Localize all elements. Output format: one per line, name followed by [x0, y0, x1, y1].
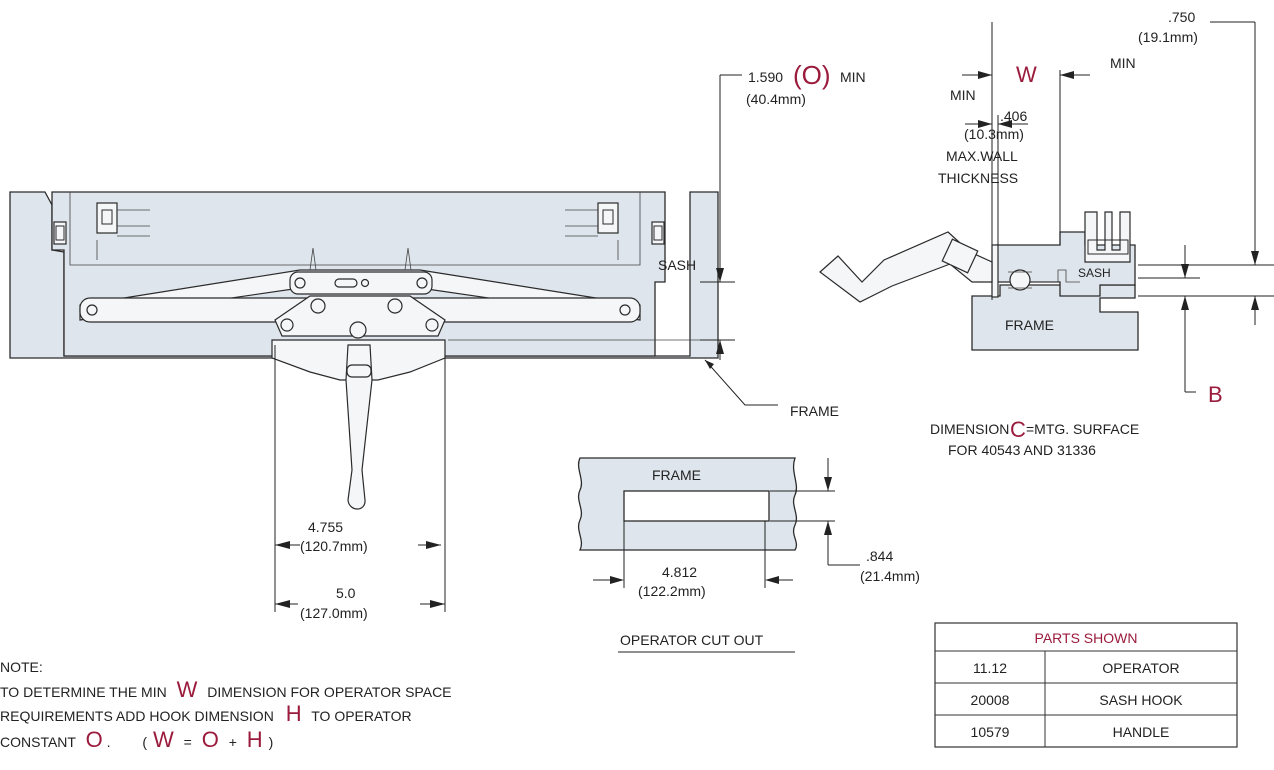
dim-o-letter: (O): [793, 60, 831, 90]
table-row: 10579 HANDLE: [971, 724, 1170, 740]
parts-table: PARTS SHOWN 11.12 OPERATOR 20008 SASH HO…: [934, 622, 1238, 748]
dim-844: .844: [866, 548, 893, 564]
note-line1-w: W: [177, 677, 198, 702]
dim-4755: 4.755: [308, 519, 343, 535]
wall-plate: [991, 244, 999, 298]
cutout-frame-label: FRAME: [652, 467, 701, 483]
sash-bracket-right: [565, 202, 619, 260]
formula-w: W: [153, 727, 174, 752]
dim-50-mm: (127.0mm): [300, 605, 368, 621]
part-number: 11.12: [973, 660, 1007, 676]
dimension-label: DIMENSION: [930, 421, 1009, 437]
frame-leader: [704, 359, 778, 406]
note-line2-a: REQUIREMENTS ADD HOOK DIMENSION: [0, 708, 274, 724]
table-row: 20008 SASH HOOK: [971, 692, 1184, 708]
dim-4812: 4.812: [662, 564, 697, 580]
b-letter: B: [1208, 382, 1223, 407]
svg-text:TO DETERMINE THE MIN W: TO DETERMINE THE MIN W DIMENSION FOR OPE…: [0, 677, 452, 702]
dim-750-mm: (19.1mm): [1138, 29, 1198, 45]
section-view: SASH FRAME W MIN MIN .406 (10.3mm) MAX.W…: [819, 9, 1274, 458]
table-row: 11.12 OPERATOR: [973, 660, 1180, 676]
c-letter: C: [1010, 417, 1026, 442]
section-hook: [1084, 211, 1131, 263]
cutout-caption: OPERATOR CUT OUT: [620, 632, 764, 648]
sash-hook-left: [53, 221, 67, 245]
note-block: NOTE: TO DETERMINE THE MIN W DIMENSION F…: [0, 659, 452, 752]
formula-eq: =: [184, 734, 192, 750]
formula-h: H: [247, 727, 263, 752]
dim-o-suffix: MIN: [840, 69, 866, 85]
dim-o-value: 1.590: [748, 69, 783, 85]
dim-406: .406: [1000, 108, 1027, 124]
arm-pivot-left: [86, 304, 98, 316]
max-wall-1: MAX.WALL: [946, 148, 1018, 164]
part-name: OPERATOR: [1102, 660, 1179, 676]
note-line2-h: H: [286, 701, 302, 726]
note-line1-a: TO DETERMINE THE MIN: [0, 684, 167, 700]
svg-text:CONSTANT O .: CONSTANT O . ( W = O + H ): [0, 727, 273, 752]
part-number: 20008: [971, 692, 1010, 708]
c-suffix: =MTG. SURFACE: [1026, 421, 1139, 437]
part-name: SASH HOOK: [1099, 692, 1183, 708]
section-gear: [1009, 269, 1031, 291]
arm-pivot-right: [619, 304, 631, 316]
sash-hook-right: [651, 221, 665, 245]
dim-o-mm: (40.4mm): [746, 91, 806, 107]
note-line1-b: DIMENSION FOR OPERATOR SPACE: [207, 684, 451, 700]
section-frame-label: FRAME: [1005, 317, 1054, 333]
max-wall-2: THICKNESS: [938, 170, 1018, 186]
post-left: [309, 247, 317, 271]
part-number: 10579: [971, 724, 1010, 740]
section-frame: [971, 284, 1139, 351]
parts-table-title: PARTS SHOWN: [1035, 630, 1138, 646]
note-line2-b: TO OPERATOR: [311, 708, 411, 724]
post-right: [404, 247, 412, 271]
note-line3-o: O: [86, 727, 103, 752]
formula-open: (: [142, 734, 147, 750]
dim-4755-mm: (120.7mm): [300, 538, 368, 554]
crank-handle: [345, 344, 373, 510]
formula-plus: +: [229, 734, 237, 750]
operator-cutout: FRAME 4.812 (122.2mm) .844 (21.4mm) OPER…: [577, 457, 920, 653]
sash-lip: [69, 192, 641, 266]
svg-text:REQUIREMENTS ADD HOOK DIMENSIO: REQUIREMENTS ADD HOOK DIMENSION H TO OPE…: [0, 701, 412, 726]
sash-bracket-left: [96, 202, 150, 260]
frame-label: FRAME: [790, 403, 839, 419]
min-left: MIN: [950, 87, 976, 103]
part-name: HANDLE: [1113, 724, 1170, 740]
w-letter: W: [1016, 62, 1037, 87]
note-line3-dot: .: [107, 734, 111, 750]
sash-label: SASH: [658, 257, 696, 273]
dim-406-mm: (10.3mm): [964, 126, 1024, 142]
note-line3-a: CONSTANT: [0, 734, 76, 750]
formula-o: O: [202, 727, 219, 752]
dim-750: .750: [1168, 9, 1195, 25]
cutout-hole: [623, 490, 770, 522]
dim-50: 5.0: [336, 585, 356, 601]
formula-close: ): [269, 734, 274, 750]
section-sash-label: SASH: [1078, 266, 1111, 280]
dim-844-mm: (21.4mm): [860, 568, 920, 584]
dim-4812-mm: (122.2mm): [638, 583, 706, 599]
operator-assembly: SASH FRAME 1.590 (O) MIN (40.4mm) 4.755 …: [9, 60, 866, 621]
c-line2: FOR 40543 AND 31336: [948, 442, 1096, 458]
min-right: MIN: [1110, 55, 1136, 71]
note-title: NOTE:: [0, 659, 43, 675]
